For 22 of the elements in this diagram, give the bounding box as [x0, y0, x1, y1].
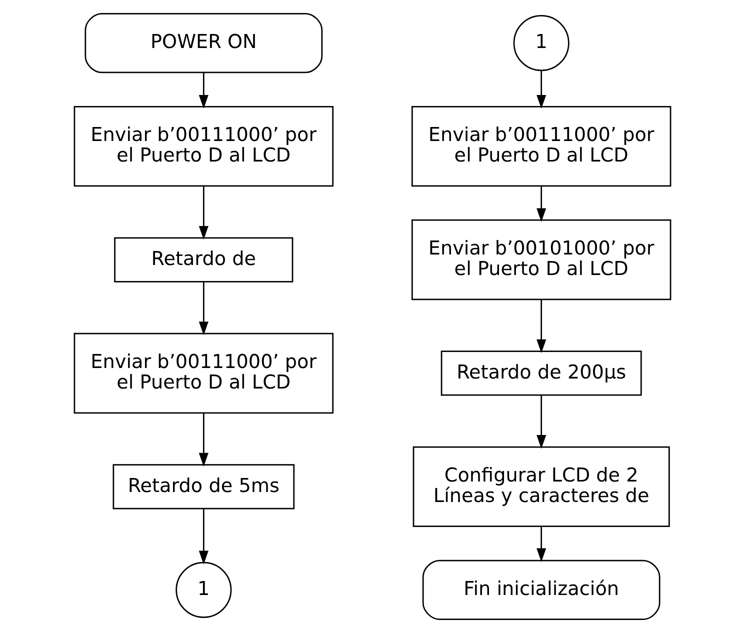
arrow: [198, 186, 208, 240]
node-circle: 1: [175, 562, 232, 618]
arrow: [536, 300, 546, 354]
arrow: [198, 508, 208, 564]
node-box: Retardo de 5ms: [112, 464, 294, 510]
node-box: Enviar b’00101000’ por el Puerto D al LCD: [410, 219, 671, 300]
node-box: Fin inicialización: [422, 560, 660, 620]
node-box: POWER ON: [84, 13, 322, 74]
node-box: Enviar b’00111000’ por el Puerto D al LCD: [410, 106, 671, 187]
node-box: Enviar b’00111000’ por el Puerto D al LCD: [73, 332, 334, 414]
arrow: [536, 526, 546, 562]
node-box: Configurar LCD de 2 Líneas y caracteres de: [412, 446, 670, 528]
arrow: [536, 186, 546, 222]
node-box: Retardo de 200µs: [440, 350, 642, 396]
arrow: [198, 282, 208, 336]
arrow: [198, 72, 208, 109]
node-circle: 1: [512, 15, 569, 72]
node-box: Enviar b’00111000’ por el Puerto D al LCD: [73, 106, 334, 187]
node-box: Retardo de: [114, 237, 293, 282]
arrow: [536, 395, 546, 449]
arrow: [536, 70, 546, 109]
arrow: [198, 413, 208, 467]
